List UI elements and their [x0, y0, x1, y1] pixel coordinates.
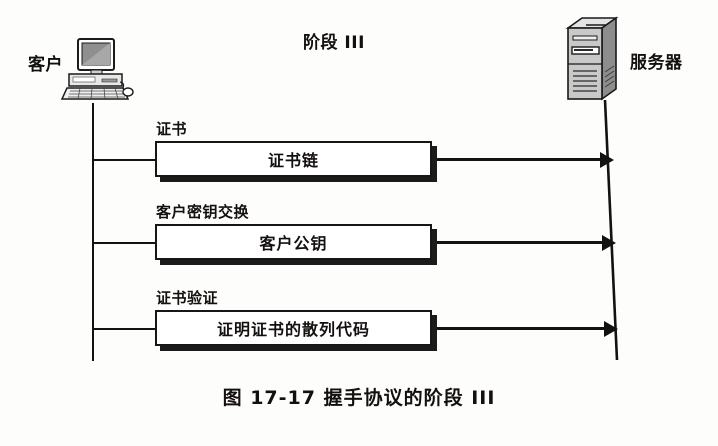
phase-title: 阶段 III — [303, 33, 365, 53]
client-label: 客户 — [28, 55, 63, 75]
arrow-right-icon-2 — [602, 235, 616, 251]
message-arrow-line-1 — [437, 158, 609, 161]
desktop-computer-icon — [60, 38, 134, 108]
message-label-1: 证书 — [156, 120, 188, 138]
message-box-2: 客户公钥 — [155, 224, 432, 260]
client-lifeline — [92, 103, 94, 361]
figure-caption: 图 17-17 握手协议的阶段 III — [222, 387, 496, 409]
connector-stub-3 — [93, 328, 156, 330]
message-box-text-3: 证明证书的散列代码 — [216, 320, 370, 339]
server-lifeline — [603, 100, 619, 361]
message-label-3: 证书验证 — [156, 289, 219, 307]
tower-server-icon — [562, 14, 624, 108]
server-label: 服务器 — [630, 53, 683, 73]
message-box-text-1: 证书链 — [267, 151, 319, 170]
arrow-right-icon-1 — [600, 152, 614, 168]
message-arrow-line-2 — [437, 241, 609, 244]
message-box-3: 证明证书的散列代码 — [155, 310, 432, 346]
arrow-right-icon-3 — [604, 321, 618, 337]
message-label-2: 客户密钥交换 — [156, 203, 250, 221]
connector-stub-1 — [93, 159, 156, 161]
message-arrow-line-3 — [437, 327, 609, 330]
message-box-text-2: 客户公钥 — [259, 234, 328, 253]
message-box-1: 证书链 — [155, 141, 432, 177]
connector-stub-2 — [93, 242, 156, 244]
